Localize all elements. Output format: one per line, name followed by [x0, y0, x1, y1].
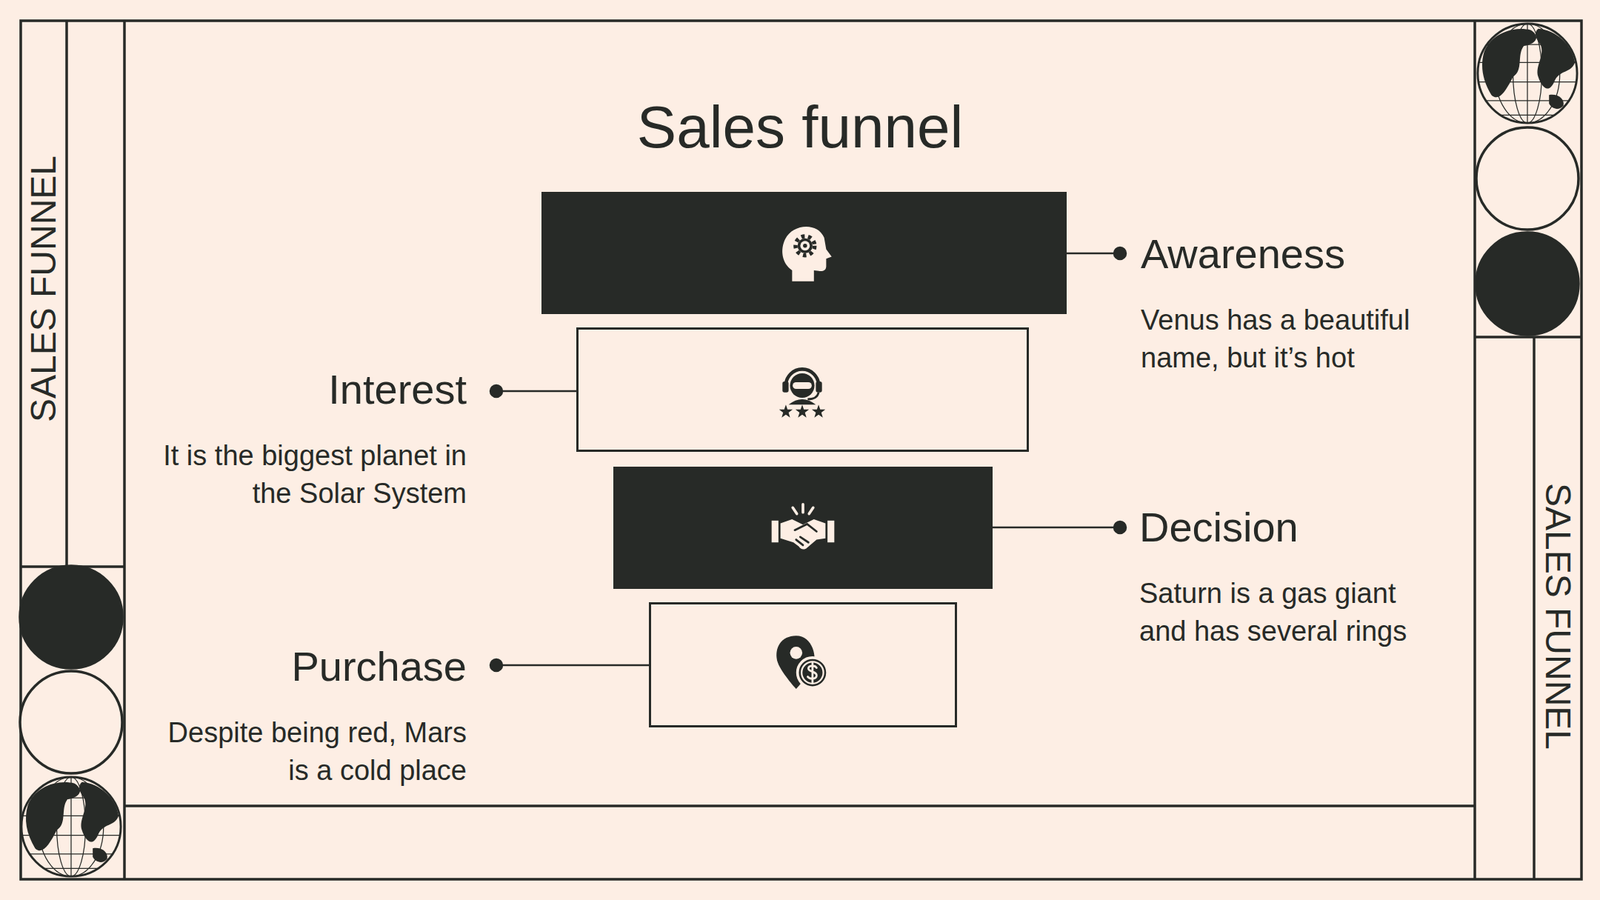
side-label: SALES FUNNEL — [22, 155, 65, 423]
stage-heading: Interest — [148, 365, 467, 414]
stage-heading: Decision — [1139, 503, 1451, 552]
light-circle — [1476, 127, 1579, 230]
side-label: SALES FUNNEL — [1537, 482, 1579, 750]
funnel-stage: InterestIt is the biggest planet in the … — [576, 327, 1029, 452]
stage-icon — [768, 630, 838, 699]
stage-description: Saturn is a gas giant and has several ri… — [1139, 574, 1451, 651]
globe — [21, 777, 121, 877]
funnel-stage: DecisionSaturn is a gas giant and has se… — [613, 466, 993, 589]
stage-heading: Awareness — [1140, 230, 1467, 278]
globe — [1477, 23, 1578, 123]
light-circle — [20, 671, 123, 774]
stage-description: Venus has a beautiful name, but it’s hot — [1140, 301, 1467, 378]
funnel-stage: PurchaseDespite being red, Mars is a col… — [648, 602, 958, 728]
diagram-title: Sales funnel — [503, 93, 1097, 162]
stage-description: It is the biggest planet in the Solar Sy… — [148, 437, 467, 513]
stage-description: Despite being red, Mars is a cold place — [162, 714, 467, 790]
stage-icon — [768, 355, 837, 424]
stage-icon — [769, 218, 838, 287]
stage-heading: Purchase — [162, 642, 467, 691]
dark-circle — [1476, 232, 1579, 335]
dark-circle — [20, 565, 123, 669]
stage-icon — [768, 493, 838, 562]
funnel-stage: AwarenessVenus has a beautiful name, but… — [541, 191, 1067, 315]
